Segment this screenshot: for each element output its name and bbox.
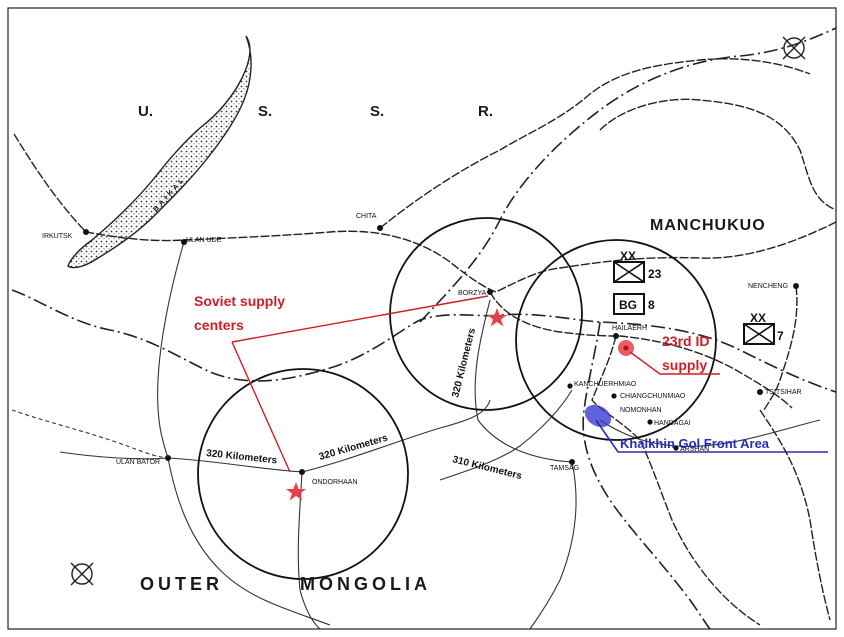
lake-baikal <box>67 35 252 269</box>
distance-label-west: 320 Kilometers <box>206 448 278 466</box>
div23-number: 23 <box>648 267 662 281</box>
distance-label-east: 320 Kilometers <box>318 433 390 463</box>
railway-northeast <box>599 98 837 211</box>
ussr-label-s2: S. <box>370 103 384 120</box>
road-front-east <box>599 419 821 447</box>
outer-label: OUTER <box>140 574 223 594</box>
handagai-label: HANDAGAI <box>654 420 691 427</box>
irkutsk-dot <box>83 229 89 235</box>
border-ussr-manchukuo <box>419 27 837 323</box>
div23-unit-symbol <box>613 261 645 283</box>
distance-label-middle: 320 Kilometers <box>450 327 478 399</box>
arshan-dot <box>673 445 679 451</box>
distance-label-tamsag: 310 Kilometers <box>451 454 523 482</box>
div23-echelon: XX <box>620 249 636 263</box>
road-ulan-ude-ulan-bator <box>157 241 331 626</box>
nomonhan-label: NOMONHAN <box>620 407 662 414</box>
ondorhaan-label: ONDORHAAN <box>312 479 358 486</box>
railway-chita-north <box>379 58 811 229</box>
road-tamsag-south <box>529 461 577 630</box>
ulan-ude-dot <box>181 239 187 245</box>
road-kanchuerhmiao <box>439 389 573 481</box>
railway-nencheng <box>763 285 798 411</box>
arshan-label: ARSHAN <box>680 446 709 453</box>
manchukuo-label: MANCHUKUO <box>650 217 766 234</box>
river-west <box>11 409 169 459</box>
soviet-supply-label-line1: Soviet supply <box>194 293 285 309</box>
soviet-pointer-line-borzya <box>231 295 489 343</box>
front-area-pointer <box>595 419 828 453</box>
railway-borzya-hailaerh <box>489 291 793 409</box>
div7-unit-symbol <box>743 323 775 345</box>
chita-dot <box>377 225 383 231</box>
railway-hailaerh-south <box>591 335 761 626</box>
handagai-dot <box>647 419 653 425</box>
front-area-marker <box>584 404 612 428</box>
ussr-label-s1: S. <box>258 103 272 120</box>
range-circle-ondorhaan <box>197 368 409 580</box>
supply-point-inner <box>623 345 629 351</box>
map-frame <box>7 7 837 630</box>
range-circle-borzya <box>389 217 583 411</box>
div7-number: 7 <box>777 329 784 343</box>
front-area-label: Khalkhin Gol Front Area <box>620 436 770 451</box>
mongolia-label: MONGOLIA <box>300 574 431 594</box>
tsitsihar-dot <box>757 389 763 395</box>
hailaerh-dot <box>613 333 619 339</box>
road-ondorhaan-south <box>297 471 321 630</box>
tamsag-label: TAMSAG <box>550 465 579 472</box>
bg-unit-label: BG <box>619 298 637 312</box>
range-circle-hailaerh <box>515 239 717 441</box>
id-supply-label-line2: supply <box>662 357 707 373</box>
compass-rose-icon <box>70 562 94 586</box>
div7-echelon: XX <box>750 311 766 325</box>
ulan-bator-dot <box>165 455 171 461</box>
borzya-label: BORZYA <box>458 290 487 297</box>
id-supply-label-line1: 23rd ID <box>662 333 709 349</box>
irkutsk-label: IRKUTSK <box>42 233 73 240</box>
ussr-label-u: U. <box>138 103 153 120</box>
chiangchunmiao-label: CHIANGCHUNMIAO <box>620 393 686 400</box>
bg-unit-number: 8 <box>648 298 655 312</box>
kanchuerhmiao-dot <box>567 383 573 389</box>
tsitsihar-label: TSITSIHAR <box>765 389 802 396</box>
chita-label: CHITA <box>356 213 377 220</box>
railway-east <box>759 409 831 621</box>
bg-unit-box <box>613 293 645 315</box>
ondorhaan-dot <box>299 469 305 475</box>
road-borzya-tamsag <box>474 299 573 463</box>
border-ussr-mongolia <box>11 289 837 393</box>
kanchuerhmiao-label: KANCHUERHMIAO <box>574 381 637 388</box>
ussr-label-r: R. <box>478 103 493 120</box>
compass-rose-icon <box>782 36 806 60</box>
borzya-dot <box>487 289 493 295</box>
tamsag-dot <box>569 459 575 465</box>
soviet-supply-label-line2: centers <box>194 317 244 333</box>
id-supply-pointer <box>629 351 720 375</box>
soviet-pointer-lines <box>231 341 291 473</box>
nencheng-label: NENCHENG <box>748 283 788 290</box>
supply-star-icon <box>487 308 507 327</box>
railway-trans-siberian <box>13 133 837 293</box>
hailaerh-label: HAILAERH <box>612 325 647 332</box>
ulan-ude-label: ULAN UDE <box>186 237 222 244</box>
border-mongolia-manchukuo <box>582 321 711 630</box>
nencheng-dot <box>793 283 799 289</box>
chiangchunmiao-dot <box>611 393 617 399</box>
ulan-bator-label: ULAN BATOR <box>116 459 160 466</box>
supply-star-icon <box>286 482 306 501</box>
